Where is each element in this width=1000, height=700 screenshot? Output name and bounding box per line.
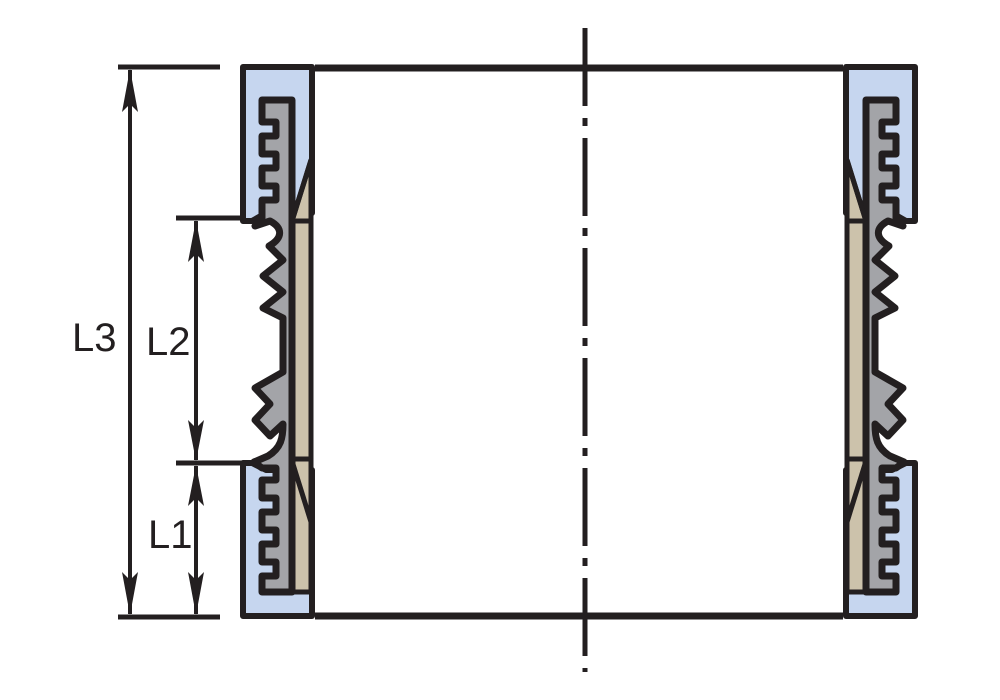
dimension-L1 — [188, 465, 204, 615]
right-coupling-half — [846, 67, 915, 616]
left-coupling-half — [243, 67, 312, 616]
dimension-label-L1: L1 — [148, 513, 193, 557]
dimension-L3 — [118, 64, 220, 620]
dimension-label-L2: L2 — [146, 320, 191, 364]
dimension-label-L3: L3 — [72, 316, 117, 360]
dimension-L2 — [176, 215, 243, 466]
